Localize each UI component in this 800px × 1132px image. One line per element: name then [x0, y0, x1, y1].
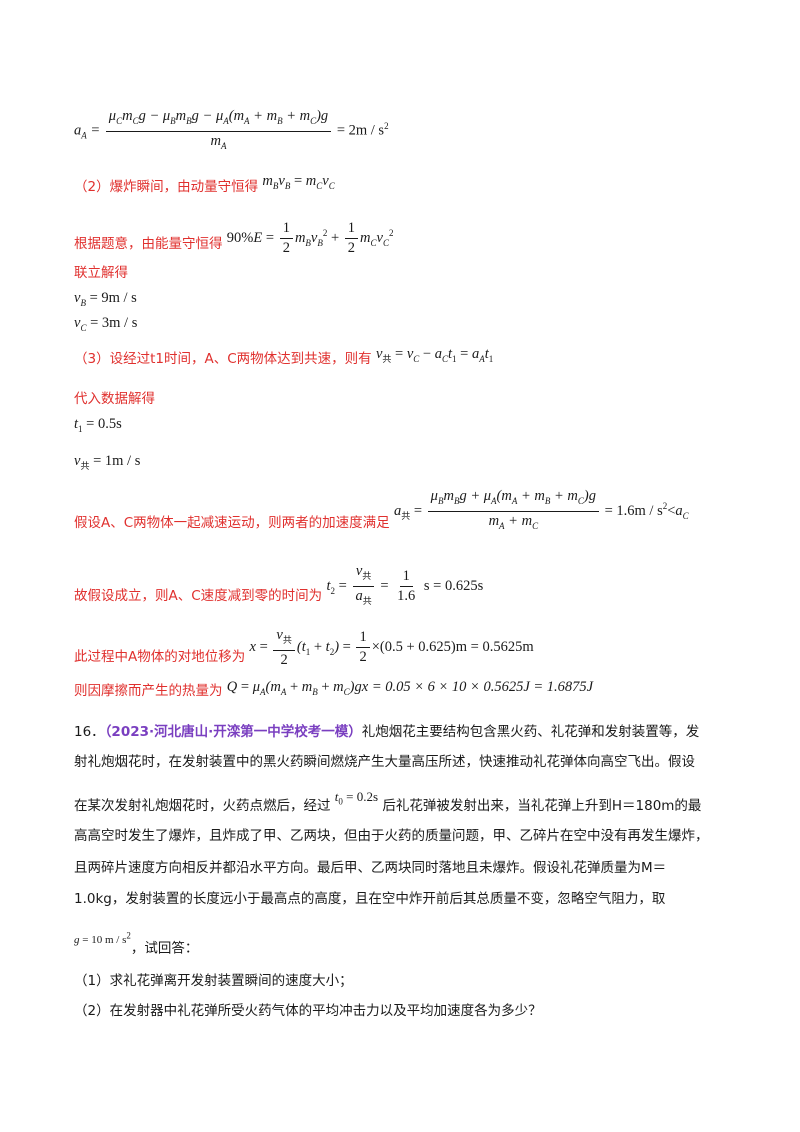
vcommon-line: v共 = 1m / s	[74, 453, 141, 471]
solve-label: 联立解得	[74, 265, 128, 281]
t0-value: = 0.2s	[346, 789, 379, 804]
vcommon-value: = 1m / s	[93, 453, 141, 469]
momentum-equation: mBvB = mCvC	[262, 173, 335, 191]
problem-text-3b: 后礼花弹被发射出来，当礼花弹上升到H＝180m的最	[382, 798, 702, 814]
vB-line: vB = 9m / s	[74, 290, 137, 308]
t1-line: t1 = 0.5s	[74, 416, 122, 434]
question-2: （2）在发射器中礼花弹所受火药气体的平均冲击力以及平均加速度各为多少？	[74, 1003, 542, 1019]
problem16-line6: 1.0kg，发射装置的长度远小于最高点的高度，且在空中炸开前后其总质量不变，忽略…	[74, 891, 666, 907]
vC-line: vC = 3m / s	[74, 315, 138, 333]
problem-number: 16．	[74, 724, 105, 740]
g-value: = 10 m / s	[82, 933, 127, 946]
part3-line: （3）设经过t1时间，A、C两物体达到共速，则有 v共 = vC − aCt1 …	[74, 346, 493, 373]
part3-label: （3）设经过t1时间，A、C两物体达到共速，则有	[74, 351, 372, 367]
aA-result: = 2m / s	[336, 122, 385, 139]
problem-text-1: 礼炮烟花主要结构包含黑火药、礼花弹和发射装置等，发	[361, 724, 700, 740]
problem16-line4: 高高空时发生了爆炸，且炸成了甲、乙两块，但由于火药的质量问题，甲、乙碎片在空中没…	[74, 828, 709, 844]
problem16-line7: g = 10 m / s2，试回答：	[74, 930, 199, 959]
g-expression: g = 10 m / s2	[74, 930, 131, 946]
problem-text-3a: 在某次发射礼炮烟花时，火药点燃后，经过	[74, 798, 331, 814]
a-common-result: = 1.6m / s	[604, 502, 663, 519]
heat-label: 则因摩擦而产生的热量为	[74, 683, 223, 699]
heat-line: 则因摩擦而产生的热量为 Q = μA(mA + mB + mC)gx = 0.0…	[74, 679, 594, 705]
assume-line: 假设A、C两物体一起减速运动，则两者的加速度满足 a共 = μBmBg + μA…	[74, 488, 689, 535]
assume-label: 假设A、C两物体一起减速运动，则两者的加速度满足	[74, 514, 390, 531]
energy-label: 根据题意，由能量守恒得	[74, 235, 223, 252]
part2-label: （2）爆炸瞬间，由动量守恒得	[74, 179, 259, 195]
vB-value: = 9m / s	[89, 290, 137, 306]
common-velocity-equation: v共 = vC − aCt1 = aAt1	[375, 346, 494, 364]
displacement-label: 此过程中A物体的对地位移为	[74, 649, 246, 666]
problem16-line5: 且两碎片速度方向相反并都沿水平方向。最后甲、乙两块同时落地且未爆炸。假设礼花弹质…	[74, 860, 667, 876]
t2-result: s = 0.625s	[423, 577, 484, 594]
Q-result: gx = 0.05 × 6 × 10 × 0.5625J = 1.6875J	[354, 679, 594, 695]
problem16-line1: 16．（2023·河北唐山·开滦第一中学校考一模）礼炮烟花主要结构包含黑火药、礼…	[74, 723, 699, 741]
problem-source: （2023·河北唐山·开滦第一中学校考一模）	[104, 724, 362, 740]
equation-aA: aA = μCmCg − μBmBg − μA(mA + mB + mC)g m…	[74, 108, 389, 151]
part2-line: （2）爆炸瞬间，由动量守恒得 mBvB = mCvC	[74, 173, 335, 201]
holds-label: 故假设成立，则A、C速度减到零的时间为	[74, 587, 323, 604]
x-result: (0.5 + 0.625)m = 0.5625m	[379, 639, 534, 656]
vC-value: = 3m / s	[90, 315, 138, 331]
common-accel-equation: a共 = μBmBg + μA(mA + mB + mC)g mA + mC =…	[393, 488, 689, 531]
problem16-line2: 射礼炮烟花时，在发射装置中的黑火药瞬间燃烧产生大量高压所述，快速推动礼花弹体向高…	[74, 754, 695, 770]
question-1: （1）求礼花弹离开发射装置瞬间的速度大小；	[74, 973, 353, 989]
substitute-label: 代入数据解得	[74, 391, 155, 407]
heat-equation: Q = μA(mA + mB + mC)gx = 0.05 × 6 × 10 ×…	[226, 679, 594, 697]
problem-text-7b: ，试回答：	[130, 940, 199, 957]
t1-value: = 0.5s	[86, 416, 122, 432]
problem16-line3: 在某次发射礼炮烟花时，火药点燃后，经过 t0 = 0.2s 后礼花弹被发射出来，…	[74, 789, 702, 820]
t0-expression: t0 = 0.2s	[334, 789, 379, 807]
